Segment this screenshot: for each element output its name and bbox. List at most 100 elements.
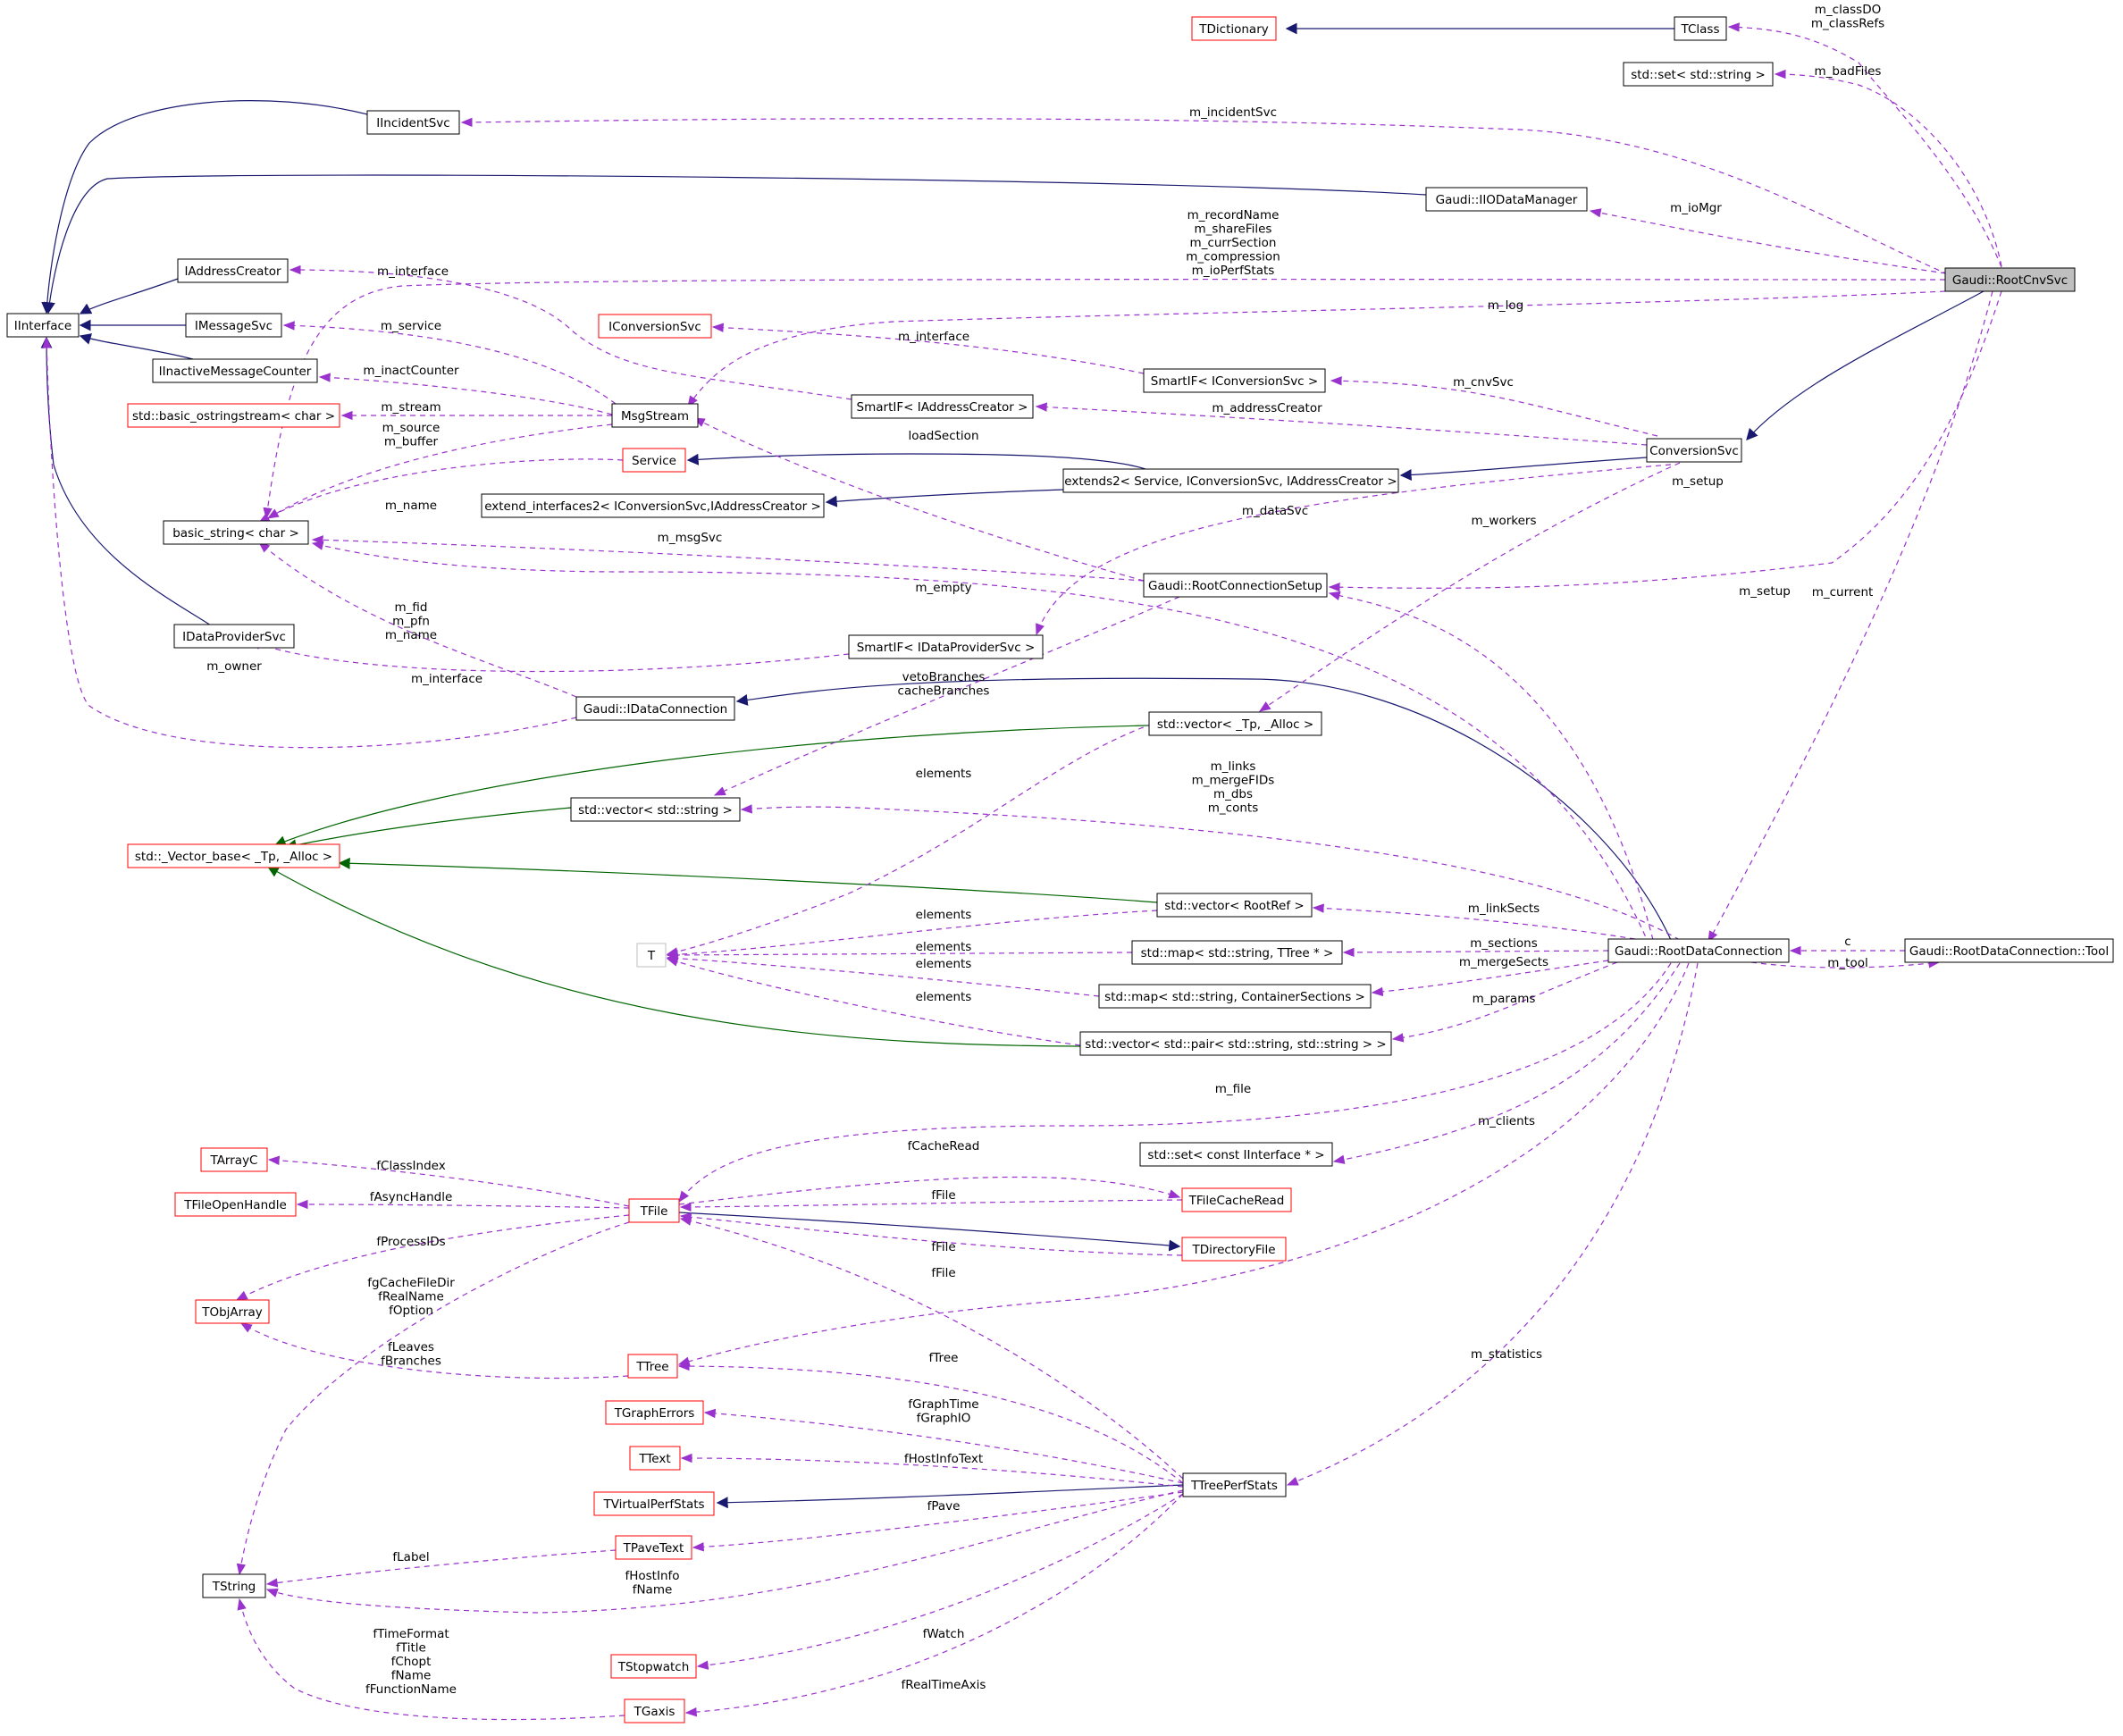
class-node-BasicString[interactable]: basic_string< char > [163,520,309,545]
class-node-IDataConnection[interactable]: Gaudi::IDataConnection [575,696,735,721]
class-node-IMessageSvc[interactable]: IMessageSvc [185,313,282,338]
class-node-TArrayC[interactable]: TArrayC [200,1147,268,1172]
class-node-TTree[interactable]: TTree [627,1354,678,1379]
class-node-IAddressCreator[interactable]: IAddressCreator [177,258,289,283]
class-node-TGraphErrors[interactable]: TGraphErrors [605,1400,704,1425]
edge-label-line: m_ioMgr [1670,201,1722,215]
class-node-TVirtualPerfStats[interactable]: TVirtualPerfStats [593,1491,715,1516]
edge-TTreePerfStats-to-TGraphErrors [703,1408,1184,1484]
class-node-MsgStream[interactable]: MsgStream [611,403,699,428]
edge-label-line: m_empty [915,581,971,595]
class-node-TTreePerfStats[interactable]: TTreePerfStats [1182,1472,1287,1497]
class-node-RootCnvSvc[interactable]: Gaudi::RootCnvSvc [1944,267,2076,292]
class-node-label: Gaudi::IDataConnection [583,702,727,717]
class-node-IInterface[interactable]: IInterface [6,313,80,338]
class-node-SmartIFIAddressCreator[interactable]: SmartIF< IAddressCreator > [851,394,1034,419]
class-node-IConversionSvc[interactable]: IConversionSvc [598,314,712,339]
edge-IIODataManager-to-IInterface [43,174,1427,314]
edge-label-line: elements [916,990,972,1004]
class-node-TStopwatch[interactable]: TStopwatch [610,1654,697,1679]
class-node-label: IInterface [14,319,71,333]
class-node-TObjArray[interactable]: TObjArray [195,1299,270,1324]
class-node-label: TPaveText [623,1541,684,1556]
class-node-IInactiveMessageCounter[interactable]: IInactiveMessageCounter [152,358,318,383]
class-node-TClass[interactable]: TClass [1674,16,1727,41]
edge-label-line: m_recordName [1187,208,1280,222]
class-node-ConversionSvc[interactable]: ConversionSvc [1646,438,1742,463]
class-node-RootDataConnection[interactable]: Gaudi::RootDataConnection [1607,938,1790,963]
class-node-box [1646,438,1742,463]
class-node-TString[interactable]: TString [202,1573,266,1598]
edge-label-ConversionSvc-to-SmartIFIAddressCreator: m_addressCreator [1212,401,1322,415]
edge-RootCnvSvc-to-IIODataManager [1589,208,1947,274]
class-node-box [1181,1237,1287,1262]
edge-label-line: fTree [929,1351,959,1365]
class-node-StdVectorTp[interactable]: std::vector< _Tp, _Alloc > [1148,711,1322,736]
class-node-label: IDataProviderSvc [182,630,286,644]
edge-label-line: elements [916,908,972,922]
edge-label-TTreePerfStats-to-TStopwatch: fWatch [923,1627,965,1641]
class-node-TDictionary[interactable]: TDictionary [1191,16,1277,41]
edge-label-TTreePerfStats-to-TFile: fFile [931,1266,955,1280]
edge-label-line: m_mergeFIDs [1192,774,1275,788]
class-node-VectorBase[interactable]: std::_Vector_base< _Tp, _Alloc > [127,843,340,868]
edge-label-StdVectorRootRef-to-T: elements [916,908,972,922]
class-node-box [200,1147,268,1172]
class-node-TPaveText[interactable]: TPaveText [615,1535,692,1560]
edge-label-line: m_classDO [1815,3,1881,17]
class-node-TText[interactable]: TText [629,1446,681,1471]
class-node-TDirectoryFile[interactable]: TDirectoryFile [1181,1237,1287,1262]
class-node-RootDataConnectionTool[interactable]: Gaudi::RootDataConnection::Tool [1904,938,2114,963]
class-node-IIncidentSvc[interactable]: IIncidentSvc [366,110,460,135]
class-node-SmartIFIDataProviderSvc[interactable]: SmartIF< IDataProviderSvc > [848,634,1044,659]
class-node-ExtendInterfaces2[interactable]: extend_interfaces2< IConversionSvc,IAddr… [481,493,825,518]
edge-label-TFile-to-TArrayC: fClassIndex [376,1159,445,1173]
class-node-RootConnectionSetup[interactable]: Gaudi::RootConnectionSetup [1143,573,1328,598]
edge-label-line: m_interface [377,264,449,279]
class-node-TGaxis[interactable]: TGaxis [624,1698,685,1723]
class-node-StdSetConstIInterface[interactable]: std::set< const IInterface * > [1139,1142,1333,1167]
class-node-label: TString [212,1580,256,1594]
class-node-label: TFile [640,1204,668,1219]
class-node-label: TFileCacheRead [1188,1194,1285,1208]
class-node-box [1143,368,1326,393]
edge-RootDataConnection-to-StdSetConstIInterface [1332,962,1681,1164]
class-node-StdMapContainerSections[interactable]: std::map< std::string, ContainerSections… [1098,984,1372,1009]
edge-label-line: c [1844,935,1850,949]
class-node-box [163,520,309,545]
edge-label-line: fPave [927,1499,961,1514]
edge-label-StdVectorTp-to-T: elements [916,767,972,781]
class-node-TFile[interactable]: TFile [628,1198,680,1223]
class-node-label: TText [638,1452,670,1466]
edge-label-line: fHostInfo [625,1569,679,1583]
class-node-SmartIFIConversionSvc[interactable]: SmartIF< IConversionSvc > [1143,368,1326,393]
class-node-label: std::set< const IInterface * > [1147,1148,1324,1162]
class-node-StdVectorPair[interactable]: std::vector< std::pair< std::string, std… [1079,1031,1392,1056]
edge-RootDataConnection-to-RootDataConnectionTool [1750,959,1941,969]
edges-layer [40,22,2002,1721]
class-node-Extends2[interactable]: extends2< Service, IConversionSvc, IAddr… [1062,468,1399,493]
edge-IDataConnection-to-BasicString [258,541,577,698]
class-node-label: extend_interfaces2< IConversionSvc,IAddr… [484,499,821,514]
class-node-box [366,110,460,135]
class-node-StdSetString[interactable]: std::set< std::string > [1623,62,1774,87]
class-node-StdVectorString[interactable]: std::vector< std::string > [570,797,741,822]
class-node-TFileOpenHandle[interactable]: TFileOpenHandle [174,1192,297,1217]
edge-RootDataConnection-to-StdVectorString [740,804,1681,941]
edge-label-line: fProcessIDs [376,1235,445,1249]
class-node-IIODataManager[interactable]: Gaudi::IIODataManager [1425,187,1588,212]
edge-TPaveText-to-TString [265,1549,617,1588]
class-node-IDataProviderSvc[interactable]: IDataProviderSvc [173,624,295,649]
class-node-BasicOstringstream[interactable]: std::basic_ostringstream< char > [127,403,340,428]
edge-MsgStream-to-IInactiveMessageCounter [318,373,613,415]
edge-label-line: m_addressCreator [1212,401,1322,415]
class-node-T[interactable]: T [636,943,667,968]
class-node-StdVectorRootRef[interactable]: std::vector< RootRef > [1156,893,1313,918]
class-node-TFileCacheRead[interactable]: TFileCacheRead [1181,1187,1292,1212]
class-node-StdMapTTree[interactable]: std::map< std::string, TTree * > [1131,940,1343,965]
class-node-label: TDictionary [1198,22,1269,37]
class-node-Service[interactable]: Service [622,448,686,473]
edge-label-line: fRealTimeAxis [902,1678,986,1692]
edge-label-line: fFile [931,1266,955,1280]
